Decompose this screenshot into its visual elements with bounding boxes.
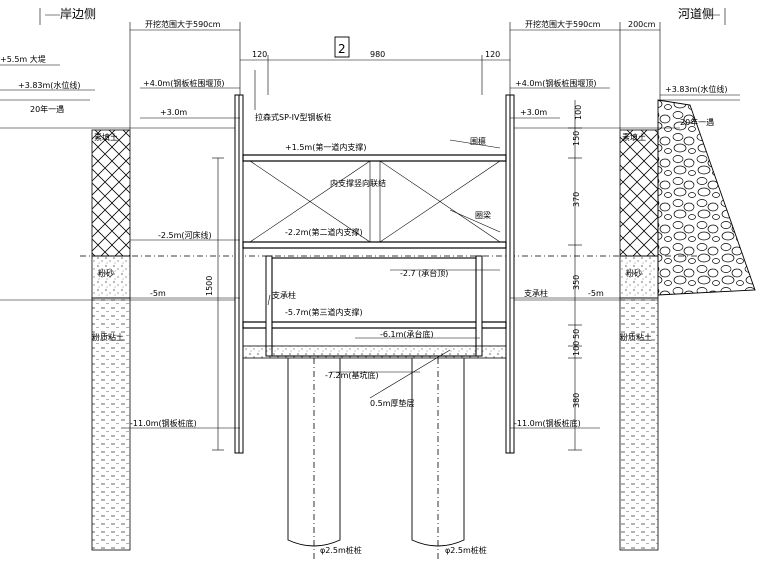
column-left-label: 支承柱 [272,290,296,300]
pile-right-label: φ2.5m桩桩 [445,545,487,555]
left-excavation-label: 开挖范围大于590cm [145,19,221,29]
waling-label: 围檩 [470,136,486,146]
soil-fill-right: 素填土 [622,132,646,142]
left-embankment-level: +5.5m 大堤 [0,54,46,64]
right-dimension-chain [568,100,582,451]
support2-label: -2.2m(第二道内支撑) [285,227,363,237]
vertical-bracing-label: 内支撑竖向联结 [330,178,386,188]
svg-text:100: 100 [574,105,583,120]
cushion-label: 0.5m厚垫层 [370,398,415,408]
sheet-pile-label: 拉森式SP-IV型钢板桩 [255,112,331,122]
right-gap-label: 120 [485,50,500,59]
left-water-level: +3.83m(水位线) [18,80,81,90]
left-side-title: 岸边侧 [60,7,96,21]
sheet-pile-left [234,94,244,454]
right-side-title: 河道侧 [678,7,714,21]
internal-supports [242,154,507,329]
pit-bottom-label: -7.2m(基坑底) [325,370,379,380]
column-right-label: 支承柱 [524,288,548,298]
svg-text:150: 150 [572,131,581,146]
cap-bottom-label: -6.1m(承台底) [380,329,434,339]
left-minus5-level: -5m [150,289,166,298]
right-water-level: +3.83m(水位线) [665,84,728,94]
soil-clay-left: 粉质粘土 [92,332,124,342]
bored-piles [287,358,465,560]
top-dimensions [39,8,726,130]
right-excavation-label: 开挖范围大于590cm [525,19,601,29]
left-pile-bottom-level: -11.0m(钢板桩底) [130,418,197,428]
pile-left-label: φ2.5m桩桩 [320,545,362,555]
right-pile-top-level: +4.0m(钢板桩围堰顶) [515,78,596,88]
total-height-label: 1500 [205,276,214,296]
svg-text:100: 100 [572,341,581,356]
right-offset-label: 200cm [628,20,656,29]
left-ground-level: +3.0m [160,108,187,117]
left-flood-label: 20年一遇 [30,104,64,114]
support1-label: +1.5m(第一道内支撑) [285,142,366,152]
support3-label: -5.7m(第三道内支撑) [285,307,363,317]
support-columns [265,255,483,357]
left-gap-label: 120 [252,50,267,59]
right-pile-bottom-level: -11.0m(钢板桩底) [514,418,581,428]
svg-text:50: 50 [572,329,581,339]
cushion-layer [242,345,507,359]
right-soil-column [619,129,659,551]
section-number: 2 [338,42,346,56]
ground-lines [0,99,740,301]
left-pile-top-level: +4.0m(钢板桩围堰顶) [143,78,224,88]
soil-sand-right: 粉砂 [626,268,642,278]
right-minus5-level: -5m [588,289,604,298]
left-dimension-chain [212,157,224,451]
right-ground-level: +3.0m [520,108,547,117]
sheet-pile-right [505,94,515,454]
riverbed-level: -2.5m(河床线) [158,230,212,240]
soil-sand-left: 粉砂 [98,268,114,278]
svg-text:370: 370 [572,192,581,207]
svg-text:380: 380 [572,393,581,408]
leader-lines [0,64,740,429]
left-soil-column [91,129,131,551]
svg-text:350: 350 [572,275,581,290]
section-number-box [334,36,350,58]
waling2-label: 圈梁 [475,211,491,220]
center-width-label: 980 [370,50,385,59]
riverbank-slope [657,99,756,296]
cap-top-label: -2.7 (承台顶) [400,268,448,278]
right-flood-label: 20年一遇 [680,117,714,127]
right-dimension-values: 100 150 370 350 50 100 380 [572,105,583,408]
soil-clay-right: 粉质粘土 [620,332,652,342]
soil-fill-left: 素填土 [94,132,118,142]
